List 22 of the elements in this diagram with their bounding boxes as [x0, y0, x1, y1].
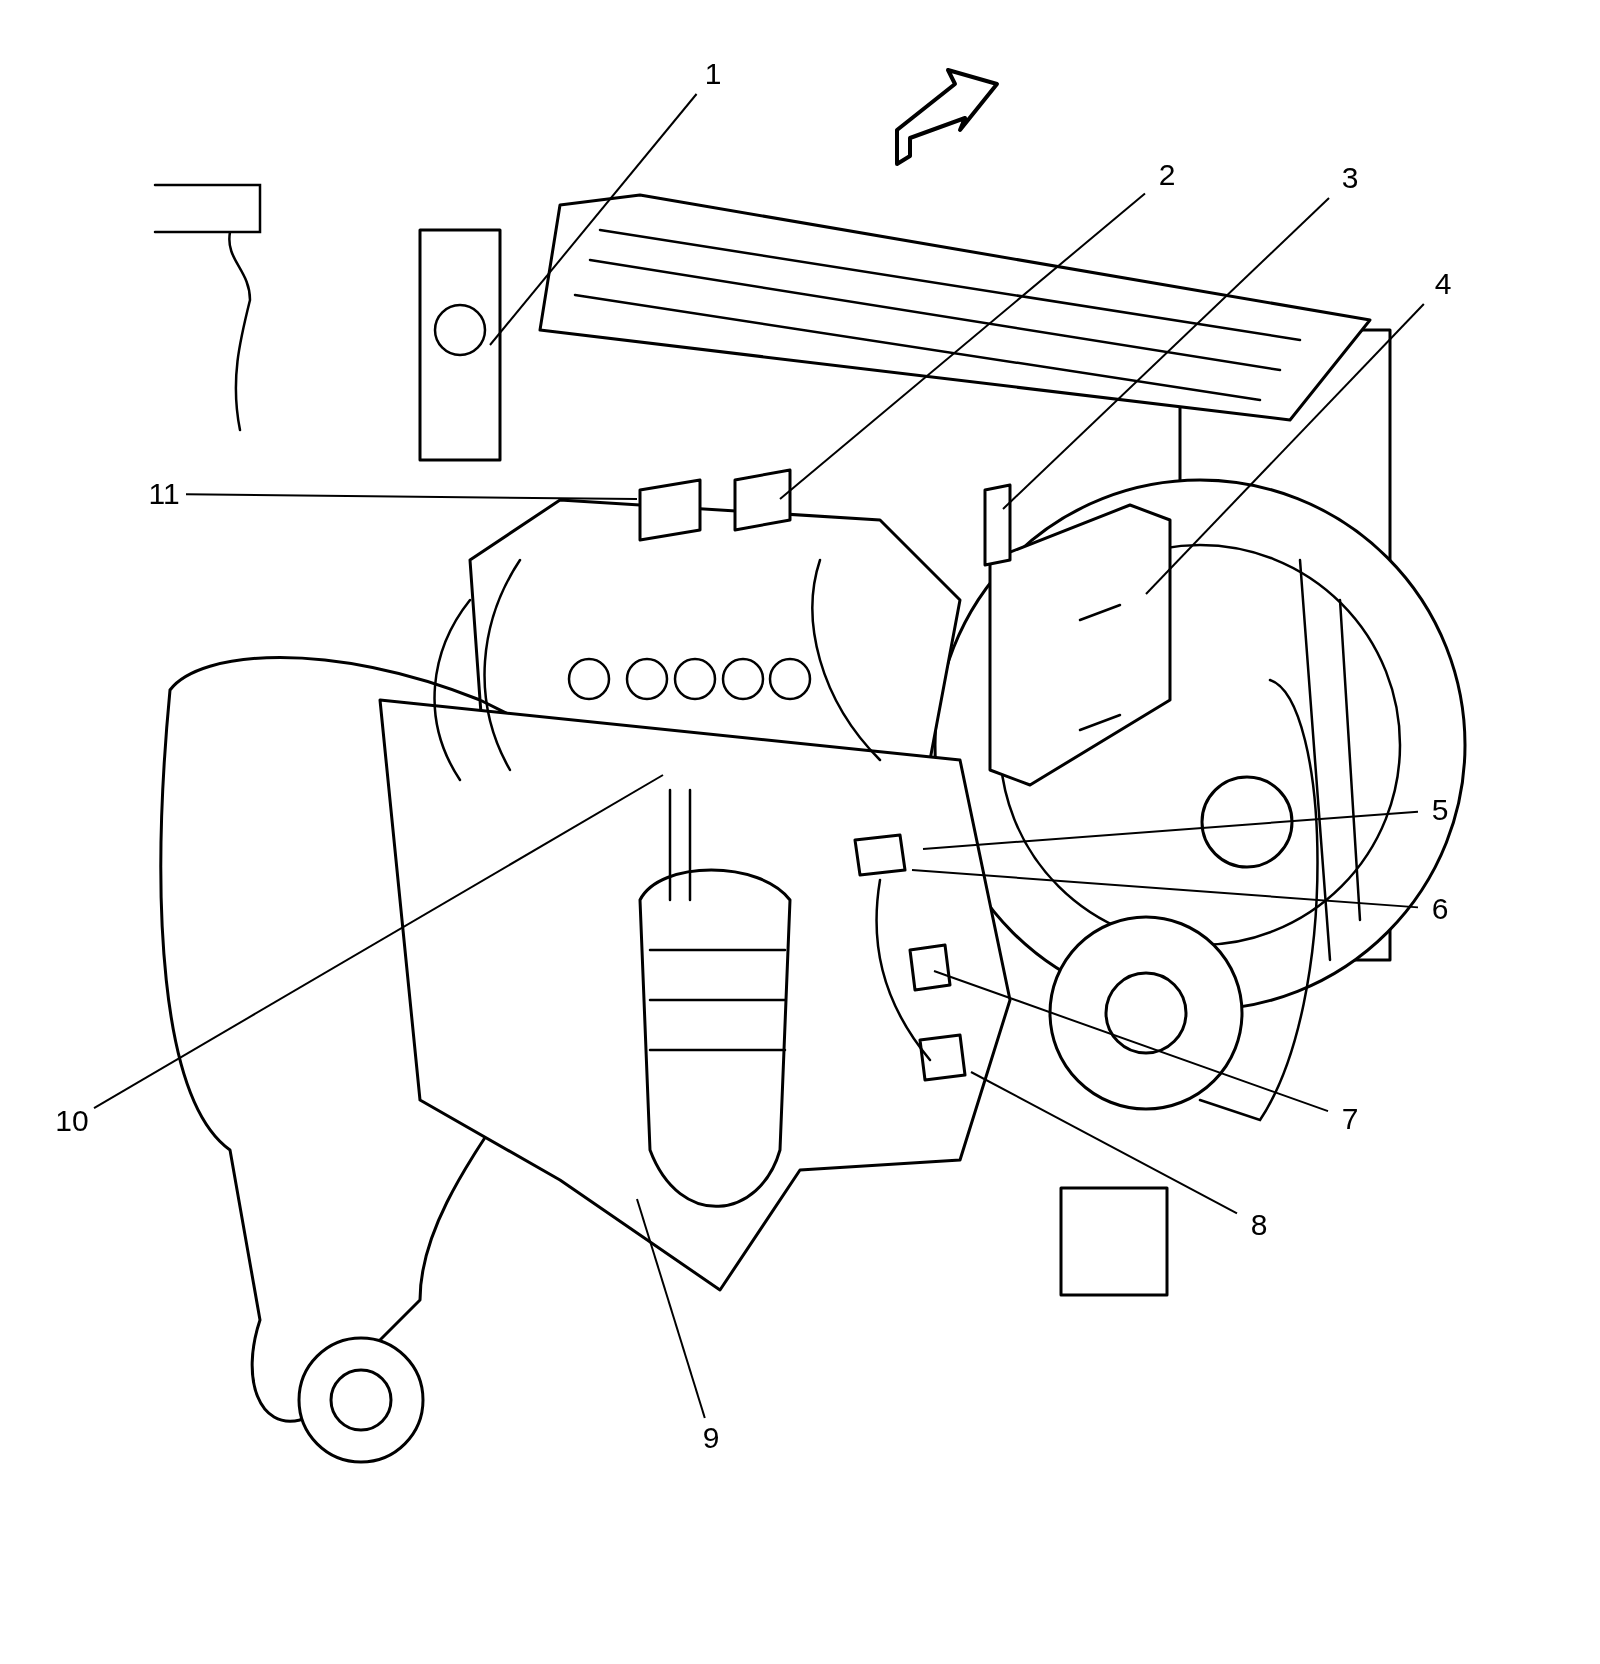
callout-number: 1: [704, 59, 722, 89]
leader-line: [970, 1071, 1238, 1215]
leader-line: [185, 493, 638, 500]
callout-number: 4: [1434, 269, 1452, 299]
callout-number: 3: [1341, 163, 1359, 193]
callout-number: 5: [1431, 795, 1449, 825]
leader-line: [779, 192, 1146, 500]
callout-number: 6: [1431, 894, 1449, 924]
leader-line: [636, 1198, 706, 1419]
leader-line: [489, 93, 698, 346]
callout-number: 7: [1341, 1104, 1359, 1134]
leader-line: [1145, 303, 1425, 595]
callout-number: 11: [148, 479, 180, 509]
leader-line: [911, 869, 1419, 909]
callout-number: 9: [702, 1423, 720, 1453]
callout-number: 8: [1250, 1210, 1268, 1240]
leader-line: [922, 810, 1419, 850]
leader-line: [93, 774, 664, 1110]
leader-line: [933, 970, 1329, 1113]
callout-number: 2: [1158, 160, 1176, 190]
callout-number: 10: [55, 1106, 89, 1136]
leader-line: [1002, 197, 1331, 510]
